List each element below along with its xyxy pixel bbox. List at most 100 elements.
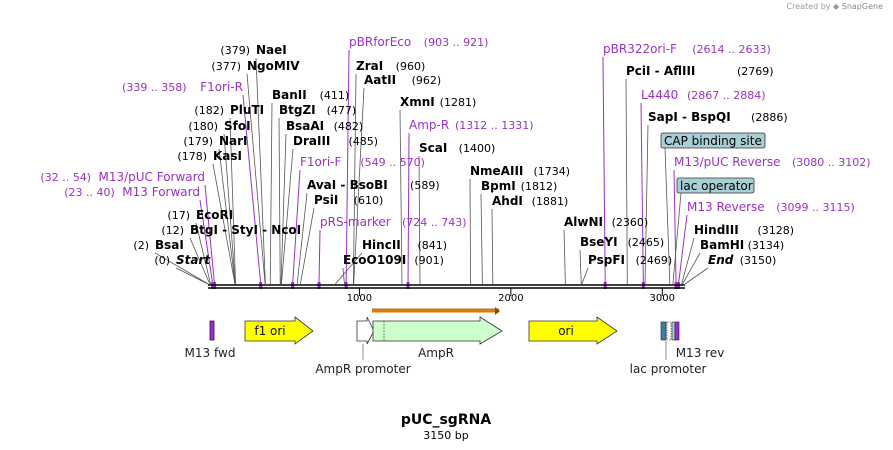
enzyme-site-nmeaiii[interactable]: NmeAIII(1734) bbox=[470, 164, 570, 178]
enzyme-position: (485) bbox=[349, 135, 379, 148]
enzyme-leader bbox=[681, 237, 695, 285]
enzyme-leader bbox=[154, 252, 209, 285]
feature-ampr-promoter[interactable]: AmpR promoter bbox=[315, 316, 411, 376]
enzyme-position: (1812) bbox=[521, 180, 558, 193]
enzyme-site-bsaai[interactable]: BsaAI(482) bbox=[286, 119, 363, 133]
plasmid-size: 3150 bp bbox=[423, 429, 468, 442]
feature-f1-ori[interactable]: f1 ori bbox=[244, 316, 314, 345]
feature-ori[interactable]: ori bbox=[528, 316, 618, 345]
boxed-feature-cap-binding-site[interactable]: CAP binding site bbox=[660, 132, 766, 149]
enzyme-site-sfoi[interactable]: (180)SfoI bbox=[188, 119, 250, 133]
feature-label-m13-fwd: M13 fwd bbox=[185, 346, 236, 360]
enzyme-name: BseYI bbox=[580, 235, 618, 249]
primer-site-l4440[interactable]: L4440(2867 .. 2884) bbox=[641, 88, 766, 102]
feature-m13-fwd[interactable]: M13 fwd bbox=[185, 320, 236, 360]
enzyme-site-pcii-afliii[interactable]: PciI - AflIII(2769) bbox=[626, 64, 774, 78]
primer-leader bbox=[673, 169, 677, 285]
enzyme-site-banii[interactable]: BanII(411) bbox=[272, 88, 349, 102]
enzyme-position: (2360) bbox=[612, 216, 649, 229]
enzyme-leader bbox=[255, 57, 266, 285]
boxed-feature-lac-operator[interactable]: lac operator bbox=[676, 177, 755, 194]
primer-site-prs-marker[interactable]: pRS-marker(724 .. 743) bbox=[320, 215, 467, 229]
primer-site-pbrforeco[interactable]: pBRforEco(903 .. 921) bbox=[349, 35, 488, 49]
primer-range: (2614 .. 2633) bbox=[692, 43, 771, 56]
enzyme-site-btgi-styi-ncoi[interactable]: (12)BtgI - StyI - NcoI bbox=[161, 223, 301, 237]
enzyme-site-start[interactable]: (0)Start bbox=[154, 253, 211, 267]
primer-leader bbox=[204, 184, 216, 285]
feature-lac-promoter[interactable]: lac promoter bbox=[630, 321, 707, 376]
feature-leader bbox=[672, 192, 682, 285]
enzyme-site-bamhi[interactable]: BamHI(3134) bbox=[700, 238, 784, 252]
primer-site-m13-reverse[interactable]: M13 Reverse(3099 .. 3115) bbox=[687, 200, 855, 214]
enzyme-site-ngomiv[interactable]: (377)NgoMIV bbox=[211, 59, 300, 73]
primer-range: (3080 .. 3102) bbox=[792, 156, 871, 169]
enzyme-position: (610) bbox=[354, 194, 384, 207]
enzyme-name: DraIII bbox=[293, 134, 330, 148]
enzyme-site-end[interactable]: End(3150) bbox=[708, 253, 776, 267]
enzyme-site-pspfi[interactable]: PspFI(2469) bbox=[588, 253, 672, 267]
enzyme-leader bbox=[229, 117, 236, 285]
enzyme-site-ecoo109i[interactable]: EcoO109I(901) bbox=[343, 253, 444, 267]
enzyme-site-hindiii[interactable]: HindIII(3128) bbox=[694, 223, 794, 237]
enzyme-site-sapi-bspqi[interactable]: SapI - BspQI(2886) bbox=[648, 110, 788, 124]
enzyme-site-xmni[interactable]: XmnI(1281) bbox=[400, 95, 476, 109]
enzyme-site-btgzi[interactable]: BtgZI(477) bbox=[279, 103, 356, 117]
enzyme-name: NmeAIII bbox=[470, 164, 523, 178]
enzyme-site-scai[interactable]: ScaI(1400) bbox=[419, 141, 495, 155]
enzyme-site-ecori[interactable]: (17) EcoRI bbox=[167, 208, 233, 222]
enzyme-position: (2465) bbox=[628, 236, 665, 249]
enzyme-site-alwni[interactable]: AlwNI(2360) bbox=[564, 215, 648, 229]
primer-site-f1ori-r[interactable]: F1ori-R(339 .. 358) bbox=[122, 80, 243, 94]
enzyme-leader bbox=[189, 237, 211, 285]
primer-name: pBR322ori-F bbox=[603, 42, 677, 56]
primer-leader bbox=[407, 132, 410, 285]
ruler-tick-label: 3000 bbox=[650, 293, 675, 304]
primer-site-m13-forward[interactable]: M13 Forward(23 .. 40) bbox=[64, 185, 200, 199]
enzyme-site-hincii[interactable]: HincII(841) bbox=[362, 238, 447, 252]
enzyme-site-ahdi[interactable]: AhdI(1881) bbox=[492, 194, 568, 208]
enzyme-site-bsai[interactable]: (2)BsaI bbox=[133, 238, 183, 252]
enzyme-leader bbox=[299, 207, 315, 285]
feature-label-ampr: AmpR bbox=[418, 346, 454, 360]
primer-site-f1ori-f[interactable]: F1ori-F(549 .. 570) bbox=[300, 155, 425, 169]
enzyme-name: BsaAI bbox=[286, 119, 324, 133]
primer-site-m13-puc-forward[interactable]: M13/pUC Forward(32 .. 54) bbox=[40, 170, 205, 184]
feature-m13-rev[interactable]: M13 rev bbox=[671, 321, 724, 360]
enzyme-name: ScaI bbox=[419, 141, 447, 155]
enzyme-site-aatii[interactable]: AatII(962) bbox=[364, 73, 441, 87]
primer-site-amp-r[interactable]: Amp-R(1312 .. 1331) bbox=[409, 118, 534, 132]
enzyme-site-kasi[interactable]: (178)KasI bbox=[177, 149, 242, 163]
primer-site-pbr322ori-f[interactable]: pBR322ori-F (2614 .. 2633) bbox=[603, 42, 771, 56]
enzyme-site-draiii[interactable]: DraIII (485) bbox=[293, 134, 378, 148]
enzyme-site-pluti[interactable]: (182)PluTI bbox=[194, 103, 264, 117]
enzyme-site-naei[interactable]: (379)NaeI bbox=[220, 43, 286, 57]
enzyme-site-bseyi[interactable]: BseYI (2465) bbox=[580, 235, 664, 249]
primer-range: (903 .. 921) bbox=[424, 36, 489, 49]
enzyme-position: (3128) bbox=[757, 224, 794, 237]
enzyme-site-bpmi[interactable]: BpmI(1812) bbox=[481, 179, 557, 193]
enzyme-name: AhdI bbox=[492, 194, 523, 208]
enzyme-position: (3150) bbox=[740, 254, 777, 267]
enzyme-name: EcoRI bbox=[196, 208, 233, 222]
enzyme-site-nari[interactable]: (179)NarI bbox=[183, 134, 247, 148]
feature-label-f1-ori: f1 ori bbox=[254, 324, 285, 338]
enzyme-site-avai-bsobi[interactable]: AvaI - BsoBI(589) bbox=[307, 178, 440, 192]
enzyme-name: AvaI - BsoBI bbox=[307, 178, 388, 192]
primer-leader bbox=[318, 229, 321, 285]
enzyme-leader bbox=[579, 249, 582, 285]
enzyme-name: Start bbox=[176, 253, 211, 267]
enzyme-name: XmnI bbox=[400, 95, 435, 109]
enzyme-position: (17) bbox=[167, 209, 190, 222]
enzyme-site-zrai[interactable]: ZraI(960) bbox=[356, 59, 425, 73]
enzyme-leader bbox=[281, 148, 294, 285]
enzyme-name: BsaI bbox=[155, 238, 184, 252]
primer-range: (3099 .. 3115) bbox=[776, 201, 855, 214]
enzyme-site-psii[interactable]: PsiI(610) bbox=[314, 193, 383, 207]
feature-ampr[interactable]: AmpR bbox=[372, 307, 503, 360]
enzyme-position: (2886) bbox=[751, 111, 788, 124]
enzyme-position: (411) bbox=[320, 89, 350, 102]
ruler-tick-label: 2000 bbox=[498, 293, 523, 304]
primer-site-m13-puc-reverse[interactable]: M13/pUC Reverse(3080 .. 3102) bbox=[674, 155, 871, 169]
enzyme-position: (379) bbox=[220, 44, 250, 57]
